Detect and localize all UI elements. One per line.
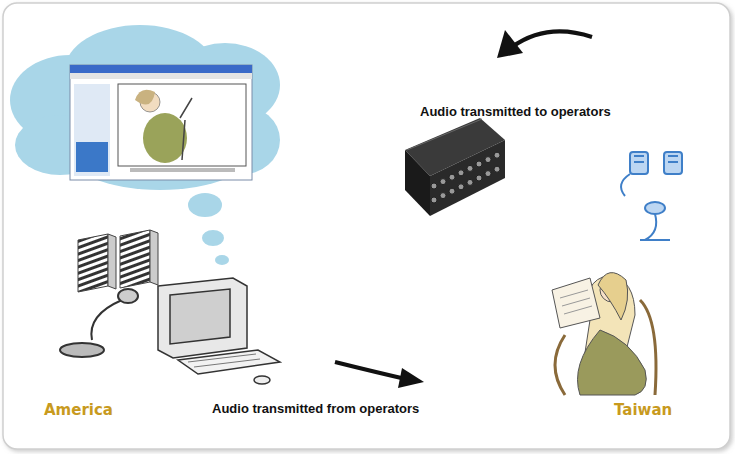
speakers — [78, 230, 158, 292]
arrowhead — [398, 368, 424, 388]
connector-jack — [449, 174, 455, 180]
panel — [3, 3, 730, 449]
arrowhead — [497, 30, 523, 58]
arrow — [335, 362, 410, 380]
connector-jack — [449, 188, 455, 194]
place-name: America — [44, 401, 113, 419]
connector-jack — [458, 184, 464, 190]
thought-cloud — [10, 25, 280, 265]
connector-jack — [431, 183, 437, 189]
caption-text: Audio transmitted to operators — [420, 104, 611, 119]
connector-jack — [494, 166, 500, 172]
connectors — [431, 152, 500, 203]
audio-device — [405, 118, 505, 216]
connector-jack — [431, 197, 437, 203]
connector-jack — [476, 175, 482, 181]
connector-jack — [458, 170, 464, 176]
arrow — [512, 31, 592, 47]
caption-text: Audio transmitted from operators — [212, 401, 419, 416]
connector-jack — [440, 193, 446, 199]
connector-jack — [467, 179, 473, 185]
woman-reading — [552, 273, 656, 395]
connector-jack — [485, 171, 491, 177]
connector-jack — [440, 179, 446, 185]
audio-icons — [621, 152, 682, 240]
connector-jack — [494, 152, 500, 158]
connector-jack — [467, 165, 473, 171]
connector-jack — [485, 157, 491, 163]
computer — [158, 278, 280, 384]
place-name: Taiwan — [614, 401, 672, 419]
screenshot — [70, 65, 252, 180]
connector-jack — [476, 161, 482, 167]
microphone — [60, 289, 138, 357]
